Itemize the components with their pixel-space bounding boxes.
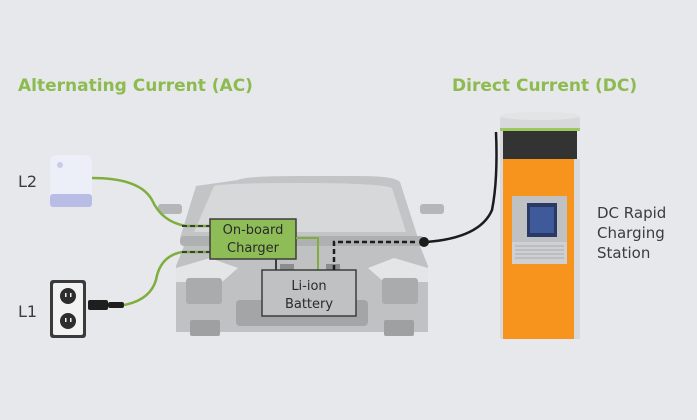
battery-graphic: [261, 264, 357, 317]
ac-cables: [91, 176, 212, 307]
charger-battery-link: [275, 237, 319, 270]
ac-cables-dashed: [182, 225, 212, 253]
l1-plug: [88, 300, 124, 310]
dc-station-line-1: DC Rapid: [597, 204, 667, 222]
dc-connector: [419, 237, 429, 247]
onboard-charger-line-1: On-board: [222, 223, 284, 238]
dc-station-line-3: Station: [597, 244, 651, 262]
dc-heading: Direct Current (DC): [452, 76, 638, 96]
dc-charging-station: [500, 112, 580, 339]
l1-wall-outlet: [50, 280, 86, 338]
level-2-label: L2: [18, 172, 38, 191]
l2-wall-charger: [50, 155, 92, 207]
onboard-charger-label: On-board Charger: [210, 222, 296, 258]
battery-line-2: Battery: [284, 297, 334, 312]
dc-station-line-2: Charging: [597, 224, 665, 242]
dc-station-label: DC Rapid Charging Station: [597, 203, 666, 263]
dc-cable: [332, 131, 498, 270]
level-1-label: L1: [18, 302, 38, 321]
battery-line-1: Li-ion: [291, 279, 327, 294]
onboard-charger-line-2: Charger: [227, 241, 279, 256]
ac-heading: Alternating Current (AC): [18, 76, 253, 96]
battery-label: Li-ion Battery: [263, 278, 355, 314]
